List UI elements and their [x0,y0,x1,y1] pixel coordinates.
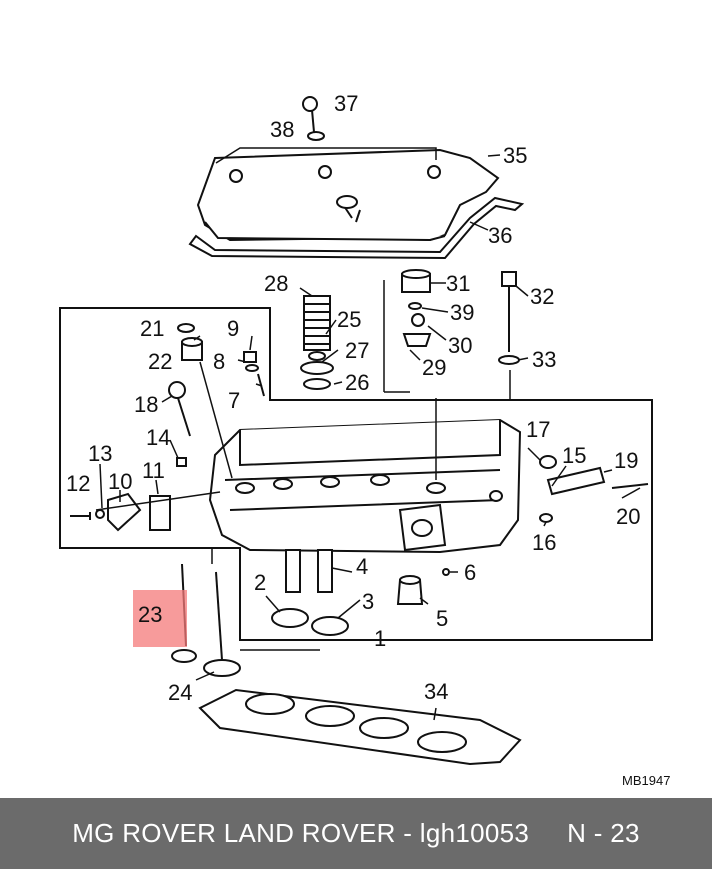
valve-spring-stack [300,295,334,390]
callout-6: 6 [464,560,476,585]
rocker-cover-gasket [188,196,525,260]
callout-1: 1 [374,626,386,651]
callout-13: 13 [88,441,112,466]
callout-27: 27 [345,338,369,363]
cover-bolt [302,96,325,141]
callout-29: 29 [422,355,446,380]
callout-22: 22 [148,349,172,374]
callout-35: 35 [503,143,527,168]
head-bolt [498,271,520,365]
footer-bar: MG ROVER LAND ROVER - lgh10053 N - 23 [0,798,712,869]
callout-23: 23 [138,602,162,627]
cylinder-head [208,418,522,554]
callout-21: 21 [140,316,164,341]
callout-16: 16 [532,530,556,555]
callout-10: 10 [108,469,132,494]
tappet-parts [401,269,432,347]
callout-39: 39 [450,300,474,325]
callout-37: 37 [334,91,358,116]
callout-24: 24 [168,680,192,705]
callout-18: 18 [134,392,158,417]
callout-32: 32 [530,284,554,309]
callout-8: 8 [213,349,225,374]
callout-11: 11 [142,458,165,483]
callout-12: 12 [66,471,90,496]
left-side-parts [70,323,265,532]
callout-7: 7 [228,388,240,413]
callout-19: 19 [614,448,638,473]
highlight-box-23 [133,590,187,647]
callout-38: 38 [270,117,294,142]
callout-labels: 37 38 35 36 28 31 32 39 25 21 9 30 27 22… [66,91,670,788]
callout-3: 3 [362,589,374,614]
callout-34: 34 [424,679,448,704]
callout-33: 33 [532,347,556,372]
right-side-parts [539,455,649,523]
callout-28: 28 [264,271,288,296]
callout-9: 9 [227,316,239,341]
callout-17: 17 [526,417,550,442]
callout-4: 4 [356,554,368,579]
callout-26: 26 [345,370,369,395]
callout-15: 15 [562,443,586,468]
lower-parts [271,549,450,636]
callout-14: 14 [146,425,170,450]
callout-36: 36 [488,223,512,248]
part-number-text: MG ROVER LAND ROVER - lgh10053 [72,818,530,848]
drawing-code: MB1947 [622,773,670,788]
head-gasket [198,688,522,766]
exploded-parts-diagram: 37 38 35 36 28 31 32 39 25 21 9 30 27 22… [59,91,670,788]
callout-31: 31 [446,271,470,296]
callout-25: 25 [337,307,361,332]
rocker-cover [196,148,500,242]
callout-20: 20 [616,504,640,529]
callout-5: 5 [436,606,448,631]
callout-30: 30 [448,333,472,358]
diagram-ref-text: N - 23 [567,818,640,848]
callout-2: 2 [254,570,266,595]
